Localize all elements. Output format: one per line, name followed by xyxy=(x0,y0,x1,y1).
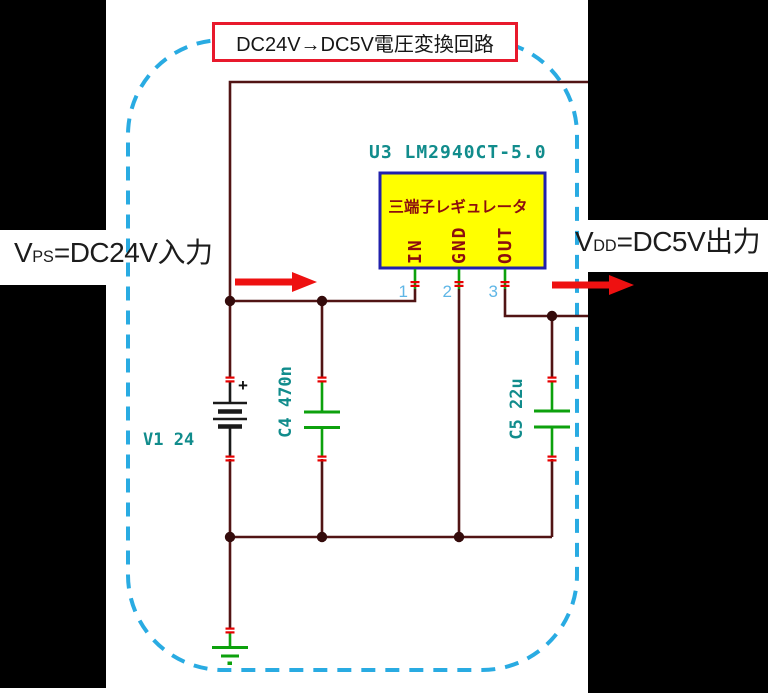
regulator-body xyxy=(378,171,547,270)
output-voltage-rest: =DC5V出力 xyxy=(616,226,761,257)
junction-dot xyxy=(224,295,236,307)
title-box: DC24V→DC5V電圧変換回路 xyxy=(212,22,518,62)
pin1-name-label: IN xyxy=(405,238,426,264)
battery-plus-sign: + xyxy=(238,376,248,395)
pin3-number: 3 xyxy=(489,282,498,301)
pin-mark xyxy=(317,455,327,462)
wire-top-supply xyxy=(228,80,588,301)
pin-mark xyxy=(547,455,557,462)
regulator-body-text: 三端子レギュレータ xyxy=(388,197,527,216)
output-voltage-subscript: DD xyxy=(593,237,617,255)
regulator-u3: U3 LM2940CT-5.0 三端子レギュレータ IN GND OUT 1 2… xyxy=(369,142,547,301)
input-voltage-label: VPS=DC24V入力 xyxy=(14,237,213,269)
regulator-designator: U3 LM2940CT-5.0 xyxy=(369,142,547,163)
junction-dot xyxy=(453,531,465,543)
junction-dots xyxy=(224,295,558,543)
pin-mark xyxy=(410,281,420,287)
battery-label: V1 24 xyxy=(143,430,194,450)
c4-label: C4 470n xyxy=(276,366,296,438)
letterbox-bottom-right xyxy=(588,272,768,693)
junction-dot xyxy=(224,531,236,543)
pin-mark xyxy=(225,376,235,383)
junction-dot xyxy=(316,295,328,307)
pin1-number: 1 xyxy=(399,282,408,301)
circuit-boundary-dashed-border xyxy=(126,38,579,672)
input-voltage-main: V xyxy=(14,237,33,268)
letterbox-bottom-left xyxy=(0,285,106,688)
output-flow-arrow-icon xyxy=(552,275,634,295)
pin2-name-label: GND xyxy=(449,225,470,264)
wires xyxy=(228,80,588,628)
ground-symbol xyxy=(212,633,248,665)
pin-mark xyxy=(225,627,235,634)
battery-symbol: + V1 24 xyxy=(143,376,248,457)
wire-input-to-pin1 xyxy=(230,289,417,303)
title-text: DC24V→DC5V電圧変換回路 xyxy=(236,33,494,56)
output-voltage-label: VDD=DC5V出力 xyxy=(575,226,761,258)
ground-dot xyxy=(227,661,232,665)
wire-pin3-output xyxy=(503,289,588,318)
input-flow-arrow-icon xyxy=(235,272,317,292)
letterbox-top-right xyxy=(588,0,768,220)
capacitor-c5-symbol: C5 22u xyxy=(507,378,570,456)
capacitor-c4-symbol: C4 470n xyxy=(276,366,340,456)
output-voltage-main: V xyxy=(575,226,594,257)
pin-mark xyxy=(225,455,235,462)
pin-mark xyxy=(317,376,327,383)
junction-dot xyxy=(316,531,328,543)
terminal-marks xyxy=(225,281,557,634)
pin-mark xyxy=(500,281,510,287)
pin2-number: 2 xyxy=(443,282,452,301)
input-voltage-subscript: PS xyxy=(32,248,54,266)
pin3-name-label: OUT xyxy=(495,225,516,264)
letterbox-top-left xyxy=(0,0,106,230)
pin-mark xyxy=(454,281,464,287)
junction-dot xyxy=(546,310,558,322)
pin-mark xyxy=(547,376,557,383)
input-voltage-rest: =DC24V入力 xyxy=(53,237,213,268)
c5-label: C5 22u xyxy=(507,378,527,439)
